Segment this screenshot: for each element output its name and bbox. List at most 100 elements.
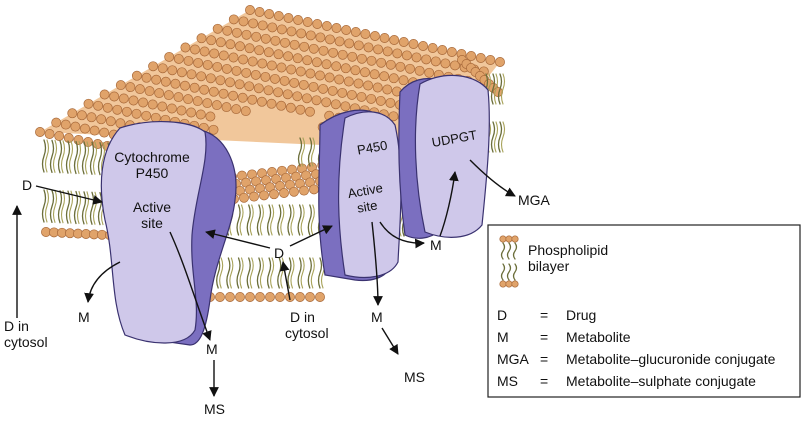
lipid-head	[241, 67, 252, 78]
lipid-head	[382, 46, 393, 57]
lipid-tail	[81, 191, 87, 225]
lipid-head	[370, 31, 380, 41]
lipid-head	[196, 71, 207, 82]
lipid-head	[205, 111, 216, 122]
lipid-head	[269, 189, 279, 200]
lipid-head	[118, 93, 129, 104]
lipid-head	[238, 16, 249, 27]
active-site-label-1a: Active	[133, 199, 171, 215]
lipid-tail	[239, 204, 244, 236]
lipid-tail	[270, 204, 275, 236]
lipid-head	[80, 123, 90, 134]
udpgt-enzyme: UDPGT	[398, 74, 490, 239]
lipid-head	[264, 9, 275, 19]
lipid-head	[263, 85, 274, 96]
metabolite-label-left: M	[78, 309, 90, 325]
lipid-head	[86, 112, 97, 123]
lipid-head	[309, 184, 319, 195]
lipid-head	[180, 42, 191, 53]
lipid-head	[231, 104, 242, 115]
lipid-head	[192, 96, 203, 107]
lipid-head	[273, 11, 284, 21]
lipid-head	[189, 82, 200, 93]
legend-value-1: Metabolite	[566, 329, 631, 345]
lipid-head	[270, 73, 280, 84]
lipid-head	[298, 79, 309, 90]
lipid-head	[382, 84, 393, 95]
lipid-head	[485, 55, 496, 65]
lipid-head	[286, 64, 297, 75]
p450-right-label: P450	[356, 138, 389, 158]
lipid-head	[321, 59, 332, 70]
lipid-tails-upper	[41, 139, 114, 176]
d-in-cytosol-left-1: D in	[4, 318, 29, 334]
lipid-head	[282, 89, 293, 100]
legend: Phospholipid bilayer D = Drug M = Metabo…	[487, 224, 801, 398]
lipid-head	[347, 51, 358, 62]
lipid-head	[292, 91, 303, 102]
lipid-head	[244, 81, 255, 92]
lipid-head	[96, 114, 107, 125]
lipid-head	[180, 80, 190, 91]
lipid-tail	[246, 257, 251, 289]
lipid-head	[341, 25, 352, 35]
lipid-head	[221, 102, 232, 113]
lipid-head	[318, 83, 329, 94]
lipid-head	[299, 41, 310, 52]
lipid-tail	[256, 257, 262, 289]
lipid-head	[234, 79, 245, 90]
lipid-head	[270, 35, 281, 46]
lipid-head	[356, 91, 367, 102]
lipid-head	[350, 65, 361, 76]
lipid-tail	[44, 189, 50, 223]
lipid-head	[247, 56, 258, 67]
lipid-tail	[290, 257, 295, 289]
lipid-tail	[81, 141, 87, 175]
lipid-tail	[500, 73, 506, 105]
legend-value-2: Metabolite–glucuronide conjugate	[566, 351, 776, 367]
lipid-head	[450, 60, 460, 71]
lipid-head	[301, 93, 312, 104]
lipid-head	[208, 86, 219, 97]
lipid-head	[131, 70, 142, 81]
lipid-head	[343, 76, 354, 87]
lipid-head	[385, 97, 396, 108]
lipid-head	[305, 292, 315, 302]
lipid-head	[315, 70, 325, 81]
lipid-head	[324, 72, 335, 83]
lipid-head	[199, 84, 210, 95]
lipid-head	[289, 39, 300, 50]
legend-key-3: MS	[497, 373, 518, 389]
legend-eq-3: =	[540, 373, 548, 389]
lipid-head	[328, 47, 339, 58]
legend-phospholipid-icon	[499, 235, 519, 288]
lipid-head	[398, 75, 409, 86]
lipid-head	[283, 51, 294, 62]
lipid-head	[147, 99, 158, 110]
lipid-head	[248, 18, 259, 29]
legend-eq-0: =	[540, 307, 548, 323]
lipid-head	[102, 102, 113, 113]
lipid-head	[325, 34, 335, 45]
lipid-head	[344, 38, 355, 49]
lipid-tail	[44, 139, 50, 173]
lipid-head	[398, 37, 409, 47]
lipid-tail	[297, 204, 302, 236]
lipid-head	[195, 109, 206, 120]
legend-box	[487, 224, 801, 398]
lipid-head	[44, 129, 55, 139]
lipid-head	[289, 77, 300, 88]
lipid-head	[337, 87, 348, 98]
legend-key-0: D	[497, 307, 507, 323]
lipid-head	[164, 51, 175, 62]
lipid-head	[237, 92, 248, 103]
lipid-head	[99, 89, 110, 100]
lipid-head	[63, 133, 74, 143]
lipid-head	[76, 110, 87, 121]
legend-value-3: Metabolite–sulphate conjugate	[566, 373, 756, 389]
lipid-tail	[60, 190, 66, 224]
lipid-head	[112, 104, 123, 115]
lipid-head	[218, 88, 229, 99]
lipid-head	[273, 49, 284, 60]
lipid-head	[167, 65, 178, 76]
